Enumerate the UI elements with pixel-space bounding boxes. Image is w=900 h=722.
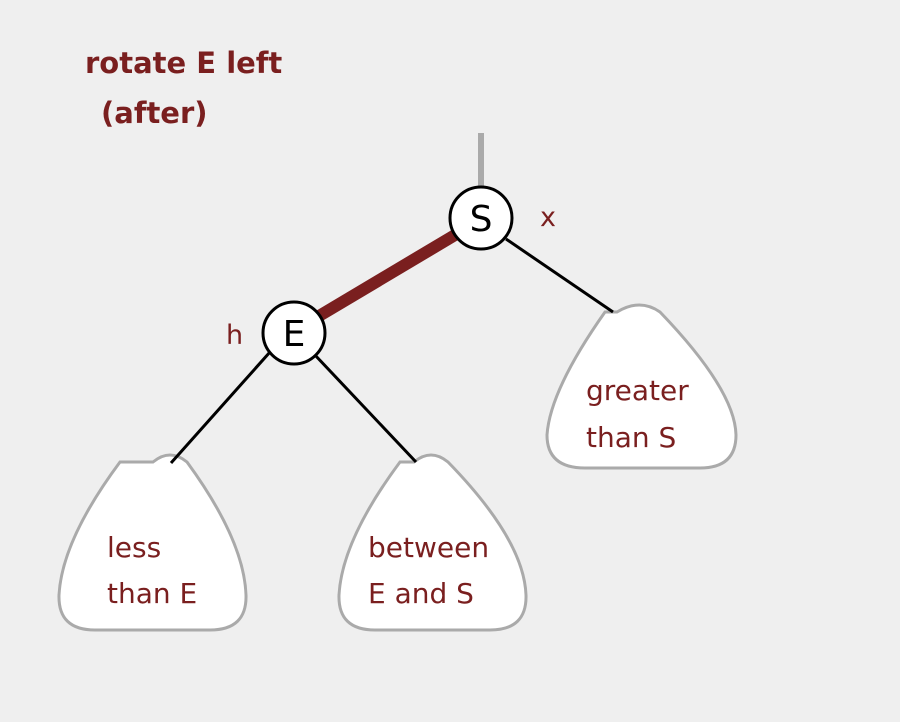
node-e-key: E: [283, 314, 306, 355]
subtree-between-line1: between: [368, 531, 489, 564]
diagram-title: rotate E left: [85, 46, 283, 80]
subtree-between-shape: [337, 453, 528, 632]
var-x-label: x: [540, 202, 556, 233]
var-h-label: h: [226, 320, 243, 351]
edge-e-less: [169, 351, 272, 464]
edge-s-e-red: [315, 229, 459, 322]
node-s: [448, 185, 514, 251]
subtree-between-line2: E and S: [368, 577, 474, 610]
node-s-key: S: [470, 199, 493, 240]
edge-e-between: [312, 352, 418, 464]
subtree-less-line2: than E: [107, 577, 197, 610]
edge-s-greater: [505, 237, 614, 314]
subtree-less-line1: less: [107, 531, 161, 564]
diagram-subtitle: (after): [101, 96, 208, 130]
subtree-less-shape: [57, 453, 248, 632]
node-e: [261, 300, 327, 366]
subtree-greater-line2: than S: [586, 421, 676, 454]
subtree-greater-shape: [545, 303, 738, 470]
subtree-greater-line1: greater: [586, 374, 689, 407]
